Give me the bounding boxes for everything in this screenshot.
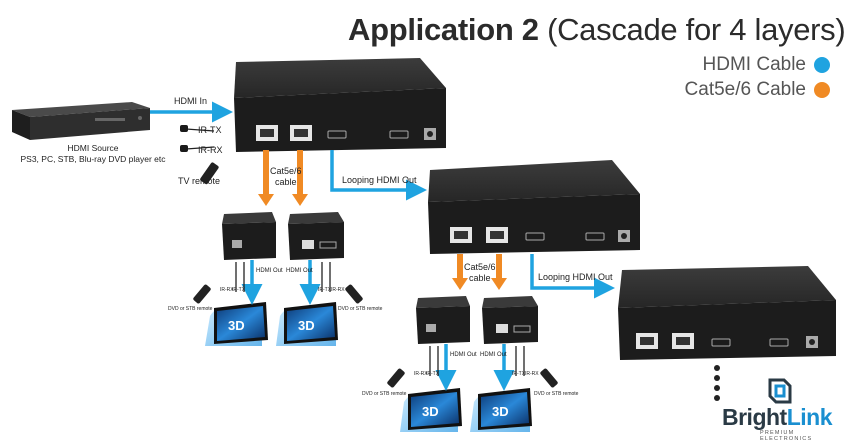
- logo-wordmark: BrightLink: [722, 404, 833, 431]
- legend-cat-label: Cat5e/6 Cable: [684, 79, 806, 100]
- hdmi-out-label-4: HDMI Out: [480, 352, 507, 358]
- dvd-remote-label-4: DVD or STB remote: [534, 391, 579, 397]
- source-caption-title: HDMI Source: [67, 143, 119, 153]
- remote-icons: [193, 284, 558, 388]
- legend-cat: Cat5e/6 Cable: [685, 79, 830, 101]
- legend-hdmi: HDMI Cable: [703, 54, 830, 76]
- tv-display-2: [276, 302, 338, 346]
- cat-cable-label-2-line1: Cat5e/6: [464, 262, 496, 272]
- tv-3d-label-2: 3D: [298, 318, 315, 333]
- ir-tx-small-1: IR-TX: [232, 287, 246, 293]
- hdmi-out-label-1: HDMI Out: [256, 268, 283, 274]
- title-subtitle: (Cascade for 4 layers): [547, 12, 846, 47]
- hdmi-in-label: HDMI In: [174, 96, 208, 106]
- dvd-remote-label-1: DVD or STB remote: [168, 306, 213, 312]
- tv-3d-label-4: 3D: [492, 404, 509, 419]
- transmitter-layer-3: [618, 266, 836, 360]
- source-caption: HDMI Source PS3, PC, STB, Blu-ray DVD pl…: [8, 143, 178, 165]
- receiver-pair-2: [416, 296, 538, 344]
- continuation-dots: [714, 365, 720, 401]
- legend-cat-swatch: [814, 82, 830, 98]
- ir-emitter-icons: [180, 125, 188, 152]
- transmitter-layer-1: [234, 58, 446, 152]
- logo-mark-icon: [768, 378, 792, 404]
- logo-word-b: Link: [786, 404, 833, 430]
- dvd-remote-label-2: DVD or STB remote: [338, 306, 383, 312]
- legend-hdmi-swatch: [814, 57, 830, 73]
- title-bold: Application 2: [348, 12, 539, 47]
- ir-rx-small-2: IR-RX: [331, 287, 345, 293]
- tv-3d-label-1: 3D: [228, 318, 245, 333]
- legend-hdmi-label: HDMI Cable: [702, 54, 806, 75]
- tv-remote-icon: [200, 162, 219, 185]
- tv-display-1: [205, 302, 268, 346]
- looping-out-label-1: Looping HDMI Out: [342, 175, 417, 185]
- tv-3d-label-3: 3D: [422, 404, 439, 419]
- cat-cable-label-1-line1: Cat5e/6: [270, 166, 302, 176]
- ir-tx-small-2: IR-TX: [318, 287, 332, 293]
- dvd-remote-label-3: DVD or STB remote: [362, 391, 407, 397]
- ir-tx-label: IR-TX: [198, 125, 222, 135]
- tv-display-3: [400, 388, 462, 432]
- looping-out-label-2: Looping HDMI Out: [538, 272, 613, 282]
- ir-rx-small-4: IR-RX: [525, 371, 539, 377]
- hdmi-out-label-3: HDMI Out: [450, 352, 477, 358]
- cat-cable-label-2: Cat5e/6 cable: [464, 262, 496, 284]
- cat-cable-label-2-line2: cable: [469, 273, 491, 283]
- ir-tx-small-3: IR-TX: [426, 371, 440, 377]
- transmitter-layer-2: [428, 160, 640, 254]
- ir-rx-label: IR-RX: [198, 145, 223, 155]
- cat-cable-label-1: Cat5e/6 cable: [270, 166, 302, 188]
- logo-word-a: Bright: [722, 404, 787, 430]
- ir-cables: [185, 128, 525, 376]
- hdmi-out-label-2: HDMI Out: [286, 268, 313, 274]
- cat-cable-connections: [258, 150, 507, 290]
- brightlink-logo: BrightLink PREMIUM ELECTRONICS: [722, 378, 842, 442]
- logo-tagline: PREMIUM ELECTRONICS: [760, 430, 813, 442]
- hdmi-source-player: [12, 102, 150, 140]
- source-caption-devices: PS3, PC, STB, Blu-ray DVD player etc: [20, 154, 166, 164]
- tv-remote-label: TV remote: [178, 176, 221, 186]
- hdmi-connections: [150, 101, 615, 391]
- cat-cable-label-1-line2: cable: [275, 177, 297, 187]
- receiver-pair-1: [222, 212, 344, 260]
- ir-rx-small-1: IR-RX: [220, 287, 234, 293]
- diagram-title: Application 2 (Cascade for 4 layers): [348, 12, 846, 48]
- tv-display-4: [470, 388, 532, 432]
- ir-rx-small-3: IR-RX: [414, 371, 428, 377]
- ir-tx-small-4: IR-TX: [512, 371, 526, 377]
